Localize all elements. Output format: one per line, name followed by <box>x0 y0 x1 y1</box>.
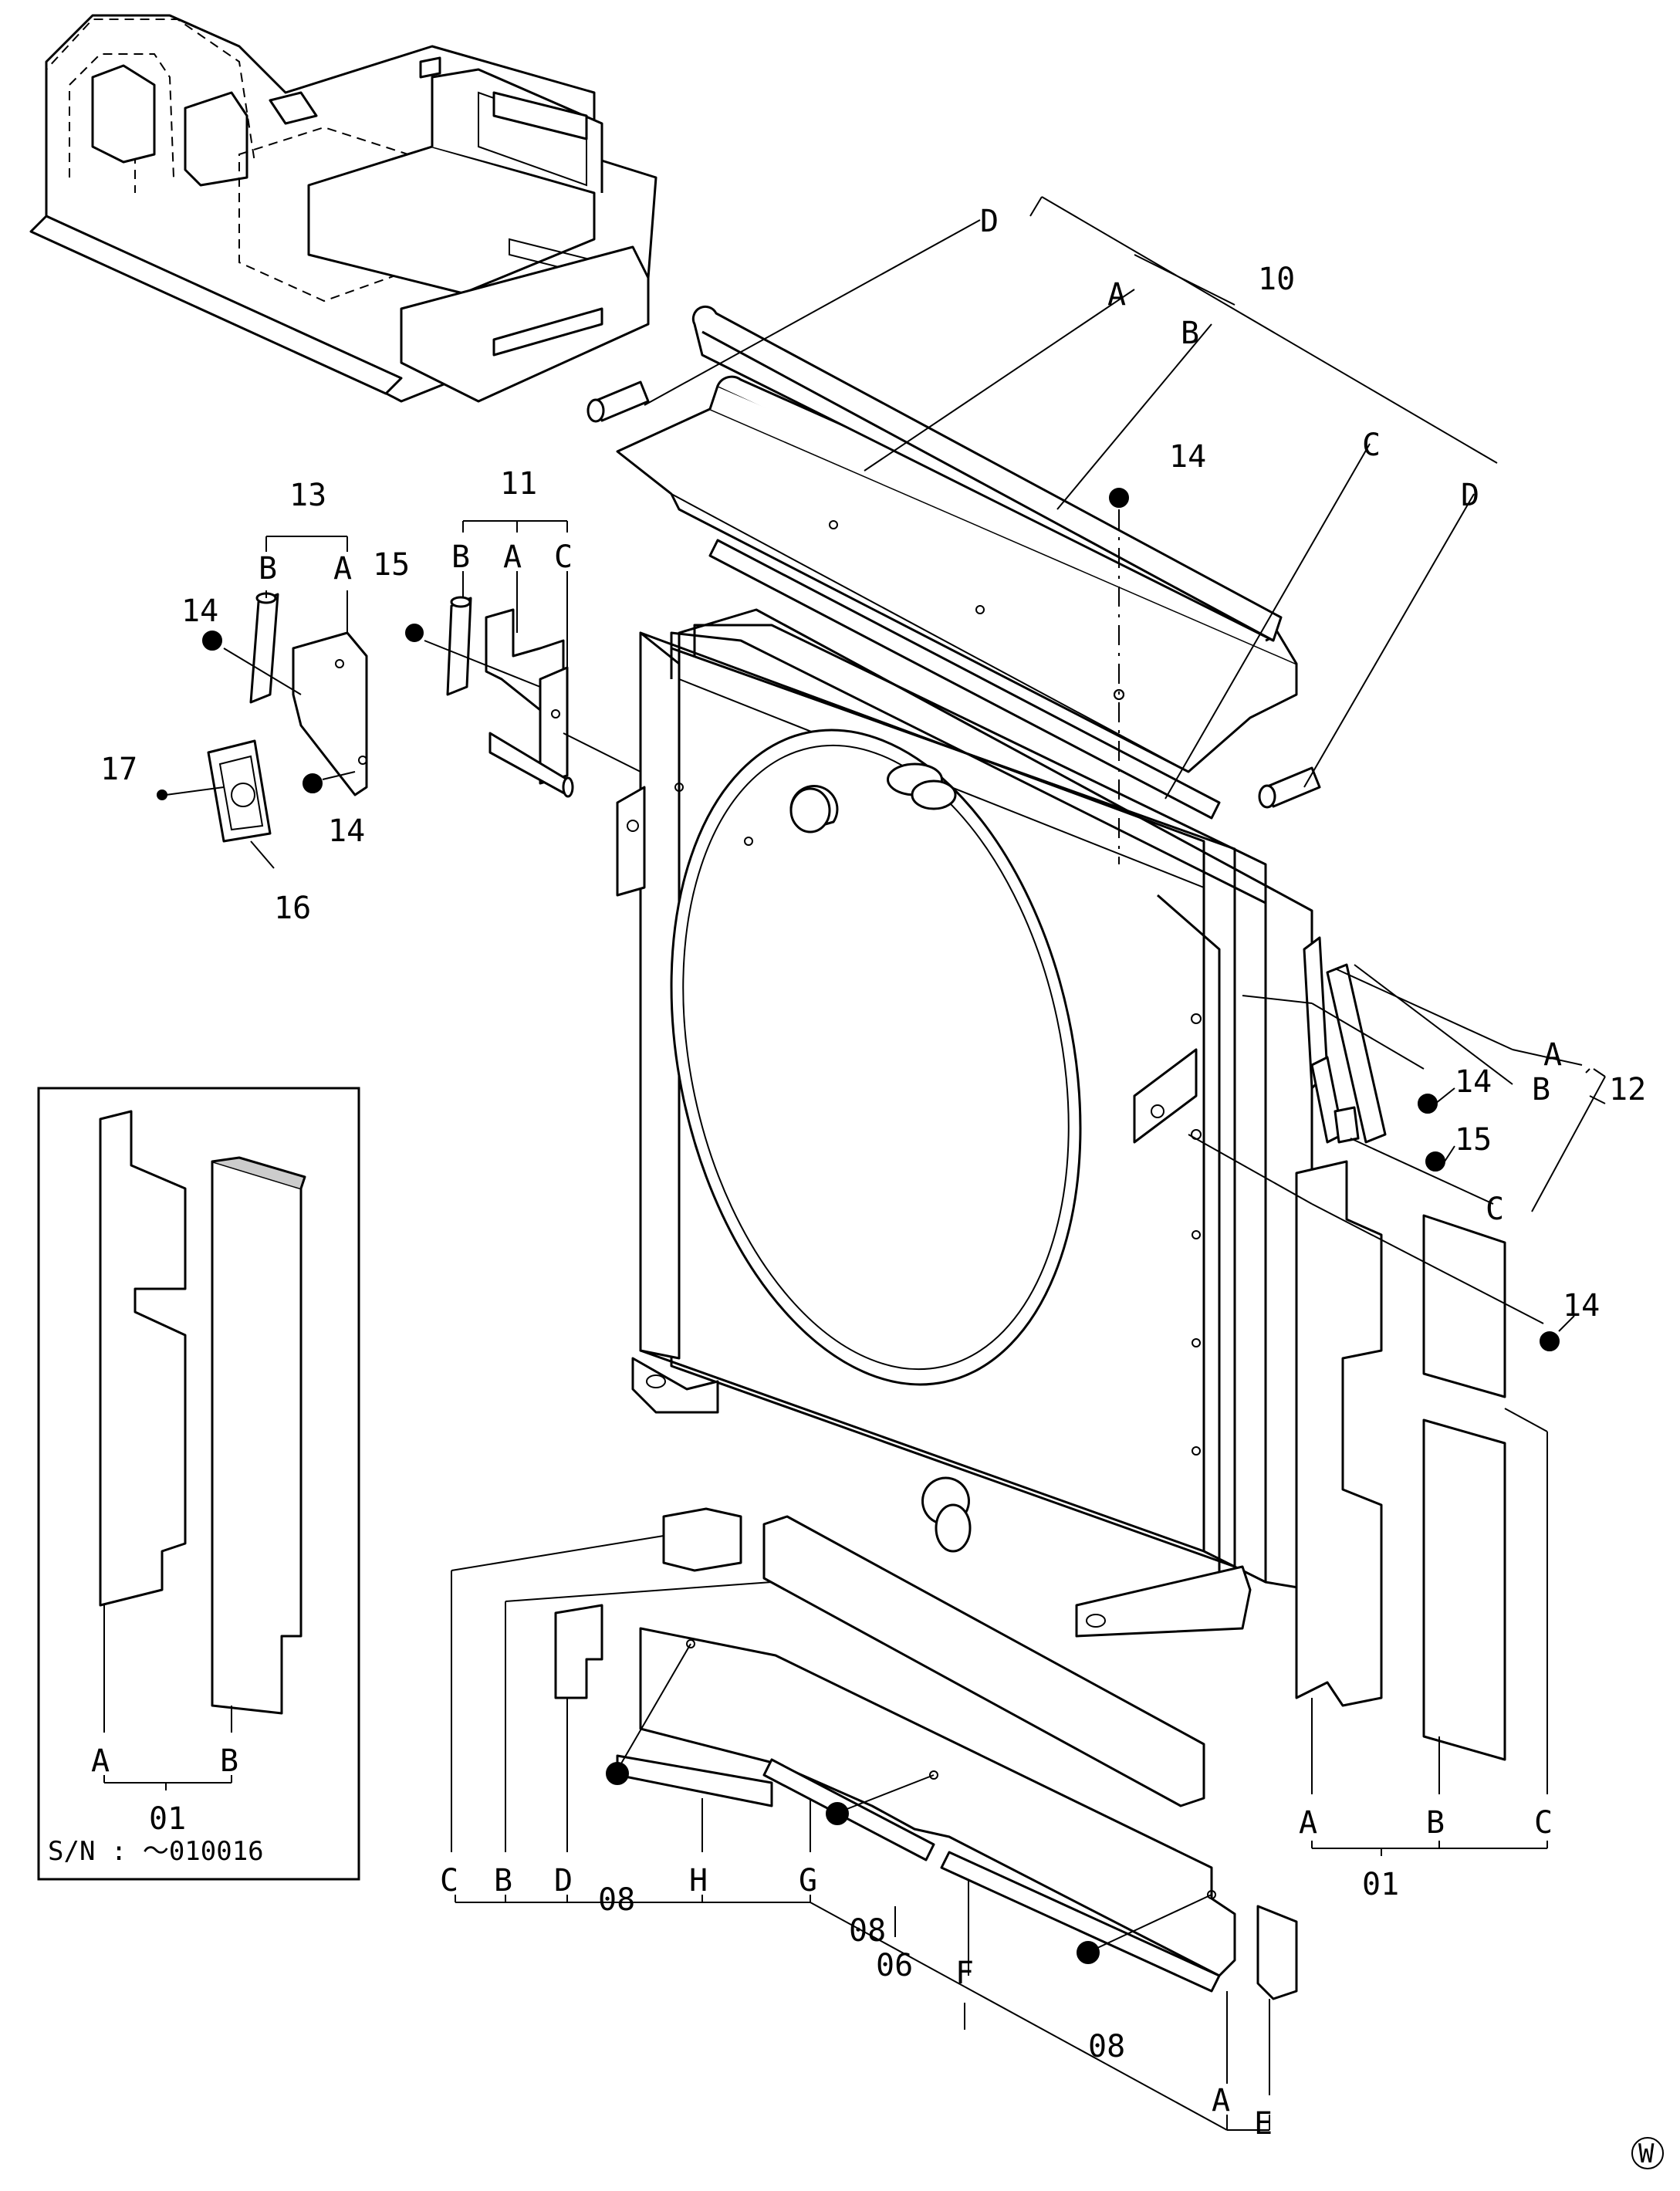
label-14-left-top: 14 <box>181 593 218 629</box>
label-01-inset-B: B <box>220 1743 238 1779</box>
label-01-inset: 01 <box>149 1801 186 1837</box>
label-11-A: A <box>503 539 522 575</box>
leader-lines <box>103 196 1606 2131</box>
serial-range: S/N : ～010016 <box>48 1836 264 1867</box>
label-14-right-mid: 14 <box>1563 1288 1600 1324</box>
inset-box <box>37 1087 360 1881</box>
label-12-A: A <box>1543 1037 1562 1073</box>
label-06-G: G <box>799 1863 817 1899</box>
label-11: 11 <box>500 466 537 502</box>
label-14-left-bottom: 14 <box>328 813 365 849</box>
label-17: 17 <box>100 752 137 787</box>
right-brackets <box>1188 936 1560 1761</box>
label-15-right: 15 <box>1455 1122 1492 1158</box>
watermark-circle <box>1631 2137 1664 2169</box>
label-10-C: C <box>1362 428 1381 463</box>
label-14-top: 14 <box>1169 439 1206 475</box>
label-10-A: A <box>1107 277 1126 313</box>
left-brackets <box>157 592 641 843</box>
label-13: 13 <box>289 478 326 513</box>
label-06-D: D <box>554 1863 573 1899</box>
watermark: W <box>1638 2139 1655 2169</box>
label-06-B: B <box>494 1863 512 1899</box>
label-08-b: 08 <box>849 1913 886 1949</box>
label-13-A: A <box>333 551 352 587</box>
label-10-D-top: D <box>980 204 999 239</box>
top-cover-assembly <box>586 305 1321 820</box>
label-01-inset-A: A <box>91 1743 110 1779</box>
label-08-a: 08 <box>598 1882 635 1918</box>
excavator-overview <box>29 14 657 403</box>
label-06: 06 <box>876 1948 913 1983</box>
label-01-right-A: A <box>1299 1805 1317 1841</box>
label-12: 12 <box>1609 1072 1646 1107</box>
label-11-B: B <box>451 539 470 575</box>
label-08-c: 08 <box>1088 2029 1125 2064</box>
bottom-parts <box>554 1507 1298 2000</box>
label-01-right-C: C <box>1534 1805 1553 1841</box>
label-06-C: C <box>440 1863 458 1899</box>
label-06-H: H <box>689 1863 708 1899</box>
label-15-left: 15 <box>373 547 410 583</box>
label-14-right-top: 14 <box>1455 1064 1492 1100</box>
label-01-right: 01 <box>1362 1867 1399 1902</box>
label-12-C: C <box>1486 1192 1504 1227</box>
label-13-B: B <box>259 551 277 587</box>
label-16: 16 <box>274 891 311 926</box>
label-11-C: C <box>554 539 573 575</box>
label-01-right-B: B <box>1426 1805 1445 1841</box>
label-10-B: B <box>1181 316 1199 351</box>
radiator-assembly <box>616 608 1313 1638</box>
label-06-A: A <box>1212 2083 1230 2118</box>
label-10-D-right: D <box>1461 478 1479 513</box>
label-06-E: E <box>1254 2106 1273 2142</box>
label-12-B: B <box>1532 1072 1550 1107</box>
callout-labels: 10 D A B C D 14 13 B A 14 17 16 14 11 B … <box>48 204 1664 2169</box>
label-06-F: F <box>955 1956 974 1991</box>
label-10: 10 <box>1258 262 1295 297</box>
